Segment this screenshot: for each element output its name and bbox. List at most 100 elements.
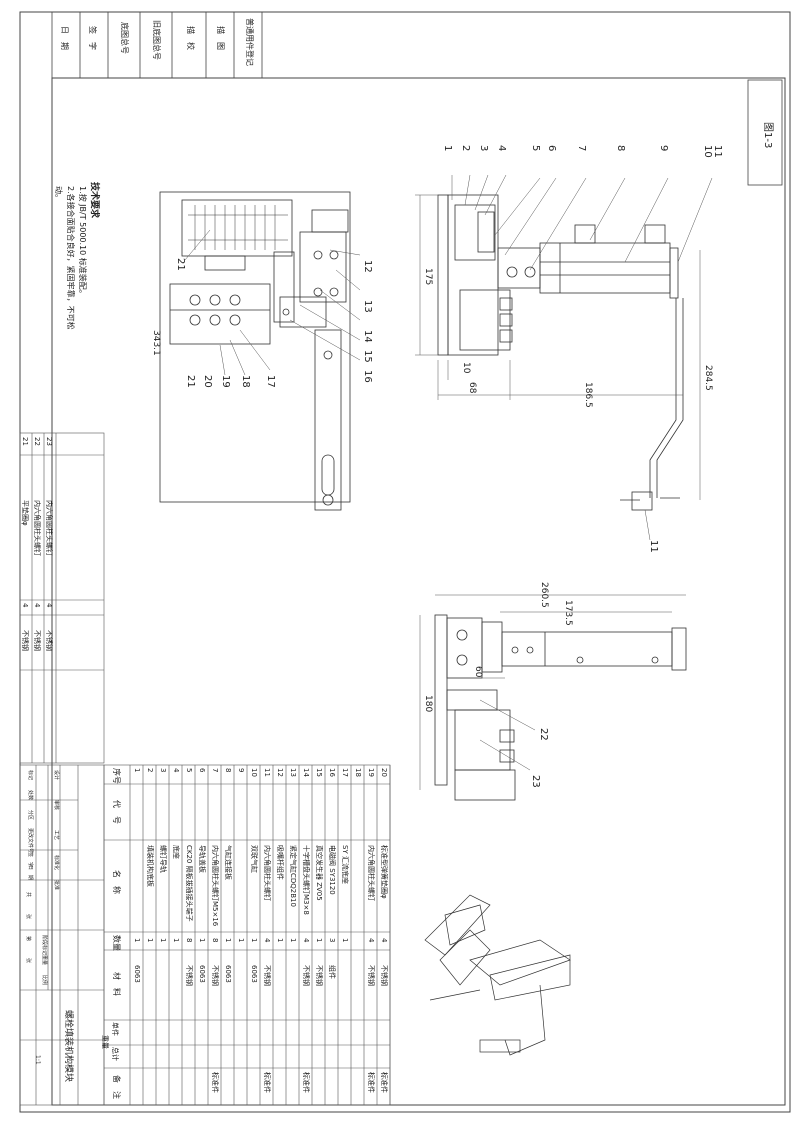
hdr-remark: 备 注	[112, 1075, 121, 1099]
side-part-no-22: 22	[33, 437, 41, 446]
part-name-4: 底座	[172, 845, 180, 859]
reg-row-check: 描 校	[186, 26, 195, 50]
sign-role-4: 批准	[53, 880, 59, 891]
top-view	[434, 614, 687, 801]
part-name-16: 电磁阀 SY3120	[328, 845, 336, 895]
side-part-material-22: 不锈钢	[33, 630, 41, 651]
part-qty-5: 8	[185, 938, 193, 943]
part-remark-14: 标准件	[302, 1072, 310, 1093]
side-part-name-21: 平垫圈φ	[21, 500, 29, 526]
side-part-material-23: 不锈钢	[45, 630, 53, 651]
front-view	[437, 194, 684, 511]
balloon-plan-right-12: 12	[362, 260, 373, 273]
part-no-6: 6	[198, 768, 206, 773]
sheet-count-2: 第	[25, 936, 31, 942]
sheet-count-0: 共	[25, 892, 31, 898]
hdr-seq: 序号	[112, 768, 121, 784]
balloon-front-9: 9	[658, 145, 669, 152]
part-qty-9: 1	[237, 938, 245, 943]
dim-top-offset: 60	[473, 666, 483, 678]
registration-block	[51, 11, 263, 79]
top-view-dimensions	[419, 594, 686, 790]
part-no-14: 14	[302, 768, 310, 777]
part-material-1: 6063	[133, 965, 141, 983]
part-name-12: 吸嘴杆组件	[276, 845, 284, 880]
balloon-front-10: 10	[702, 145, 713, 158]
sign-row-2: 分区	[27, 810, 33, 821]
part-material-8: 6063	[224, 965, 232, 983]
part-qty-2: 1	[146, 938, 154, 943]
balloon-plan-right-15: 15	[362, 350, 373, 363]
balloon-nozzle: 11	[648, 540, 659, 553]
part-qty-3: 1	[159, 938, 167, 943]
part-material-20: 不锈钢	[380, 965, 388, 986]
inner-frame	[51, 77, 786, 1106]
reg-row-sign: 签 字	[88, 26, 97, 50]
part-qty-10: 1	[250, 938, 258, 943]
sign-row-0: 标记	[27, 770, 33, 781]
sign-row-1: 处数	[27, 790, 33, 801]
part-no-20: 20	[380, 768, 388, 777]
plan-view	[159, 191, 351, 511]
part-qty-14: 4	[302, 938, 310, 943]
part-name-8: 气缸连接板	[224, 845, 232, 880]
part-no-4: 4	[172, 768, 180, 773]
reg-row-common: 普通用件登记	[245, 18, 254, 66]
part-name-15: 真空发生器 ZV05	[315, 845, 323, 901]
front-view-dimensions	[415, 194, 701, 500]
sheet-id: 图1-3	[762, 122, 773, 149]
balloon-plan-bottom-20: 20	[202, 375, 213, 388]
part-material-7: 不锈钢	[211, 965, 219, 986]
balloon-plan-bottom-17: 17	[265, 375, 276, 388]
part-qty-20: 4	[380, 938, 388, 943]
part-no-19: 19	[367, 768, 375, 777]
balloon-top-22: 22	[538, 728, 549, 741]
part-qty-12: 1	[276, 938, 284, 943]
part-material-10: 6063	[250, 965, 258, 983]
balloon-plan-left: 21	[175, 258, 186, 271]
balloon-top-23: 23	[530, 775, 541, 788]
side-part-name-22: 内六角圆柱头螺钉	[33, 500, 41, 556]
part-material-6: 6063	[198, 965, 206, 983]
tech-item-2: 2.各接合面贴合良好，紧固牢靠，不可松	[66, 186, 75, 330]
part-remark-7: 标准件	[211, 1072, 219, 1093]
part-no-9: 9	[237, 768, 245, 773]
sign-block	[19, 764, 105, 1106]
assembly-name: 螺栓填装机构模块	[63, 1010, 73, 1083]
balloon-front-4: 4	[496, 145, 507, 152]
side-part-qty-23: 4	[45, 603, 53, 608]
dim-top-height: 180	[423, 695, 433, 713]
part-no-16: 16	[328, 768, 336, 777]
part-name-19: 内六角圆柱头螺钉	[367, 845, 375, 901]
reg-row-tracing: 描 图	[216, 26, 225, 50]
part-no-2: 2	[146, 768, 154, 773]
side-part-no-23: 23	[45, 437, 53, 446]
balloon-front-7: 7	[576, 145, 587, 152]
part-qty-1: 1	[133, 938, 141, 943]
dim-top-width: 260.5	[539, 582, 549, 608]
part-remark-11: 标准件	[263, 1072, 271, 1093]
part-name-5: CK20 隔板拔插接头端子	[185, 845, 193, 922]
reg-row-date: 日 期	[60, 26, 69, 50]
hdr-total-weight: 总计	[111, 1047, 119, 1061]
part-no-1: 1	[133, 768, 141, 773]
part-material-5: 不锈钢	[185, 965, 193, 986]
balloon-front-1: 1	[442, 145, 453, 152]
balloon-front-11: 11	[712, 145, 723, 158]
balloon-front-6: 6	[546, 145, 557, 152]
part-qty-8: 1	[224, 938, 232, 943]
part-remark-20: 标准件	[380, 1072, 388, 1093]
balloon-plan-right-16: 16	[362, 370, 373, 383]
parts-table	[103, 764, 391, 1106]
part-qty-19: 4	[367, 938, 375, 943]
part-name-10: 双联气缸	[250, 845, 258, 873]
isometric-view	[424, 894, 571, 1056]
tech-item-1: 1.按 JB/T 5000.10 标准装配。	[78, 186, 87, 298]
part-material-14: 不锈钢	[302, 965, 310, 986]
balloon-plan-right-13: 13	[362, 300, 373, 313]
balloon-front-2: 2	[460, 145, 471, 152]
part-qty-11: 4	[263, 938, 271, 943]
side-part-material-21: 不锈钢	[21, 630, 29, 651]
balloon-front-5: 5	[530, 145, 541, 152]
part-material-11: 不锈钢	[263, 965, 271, 986]
